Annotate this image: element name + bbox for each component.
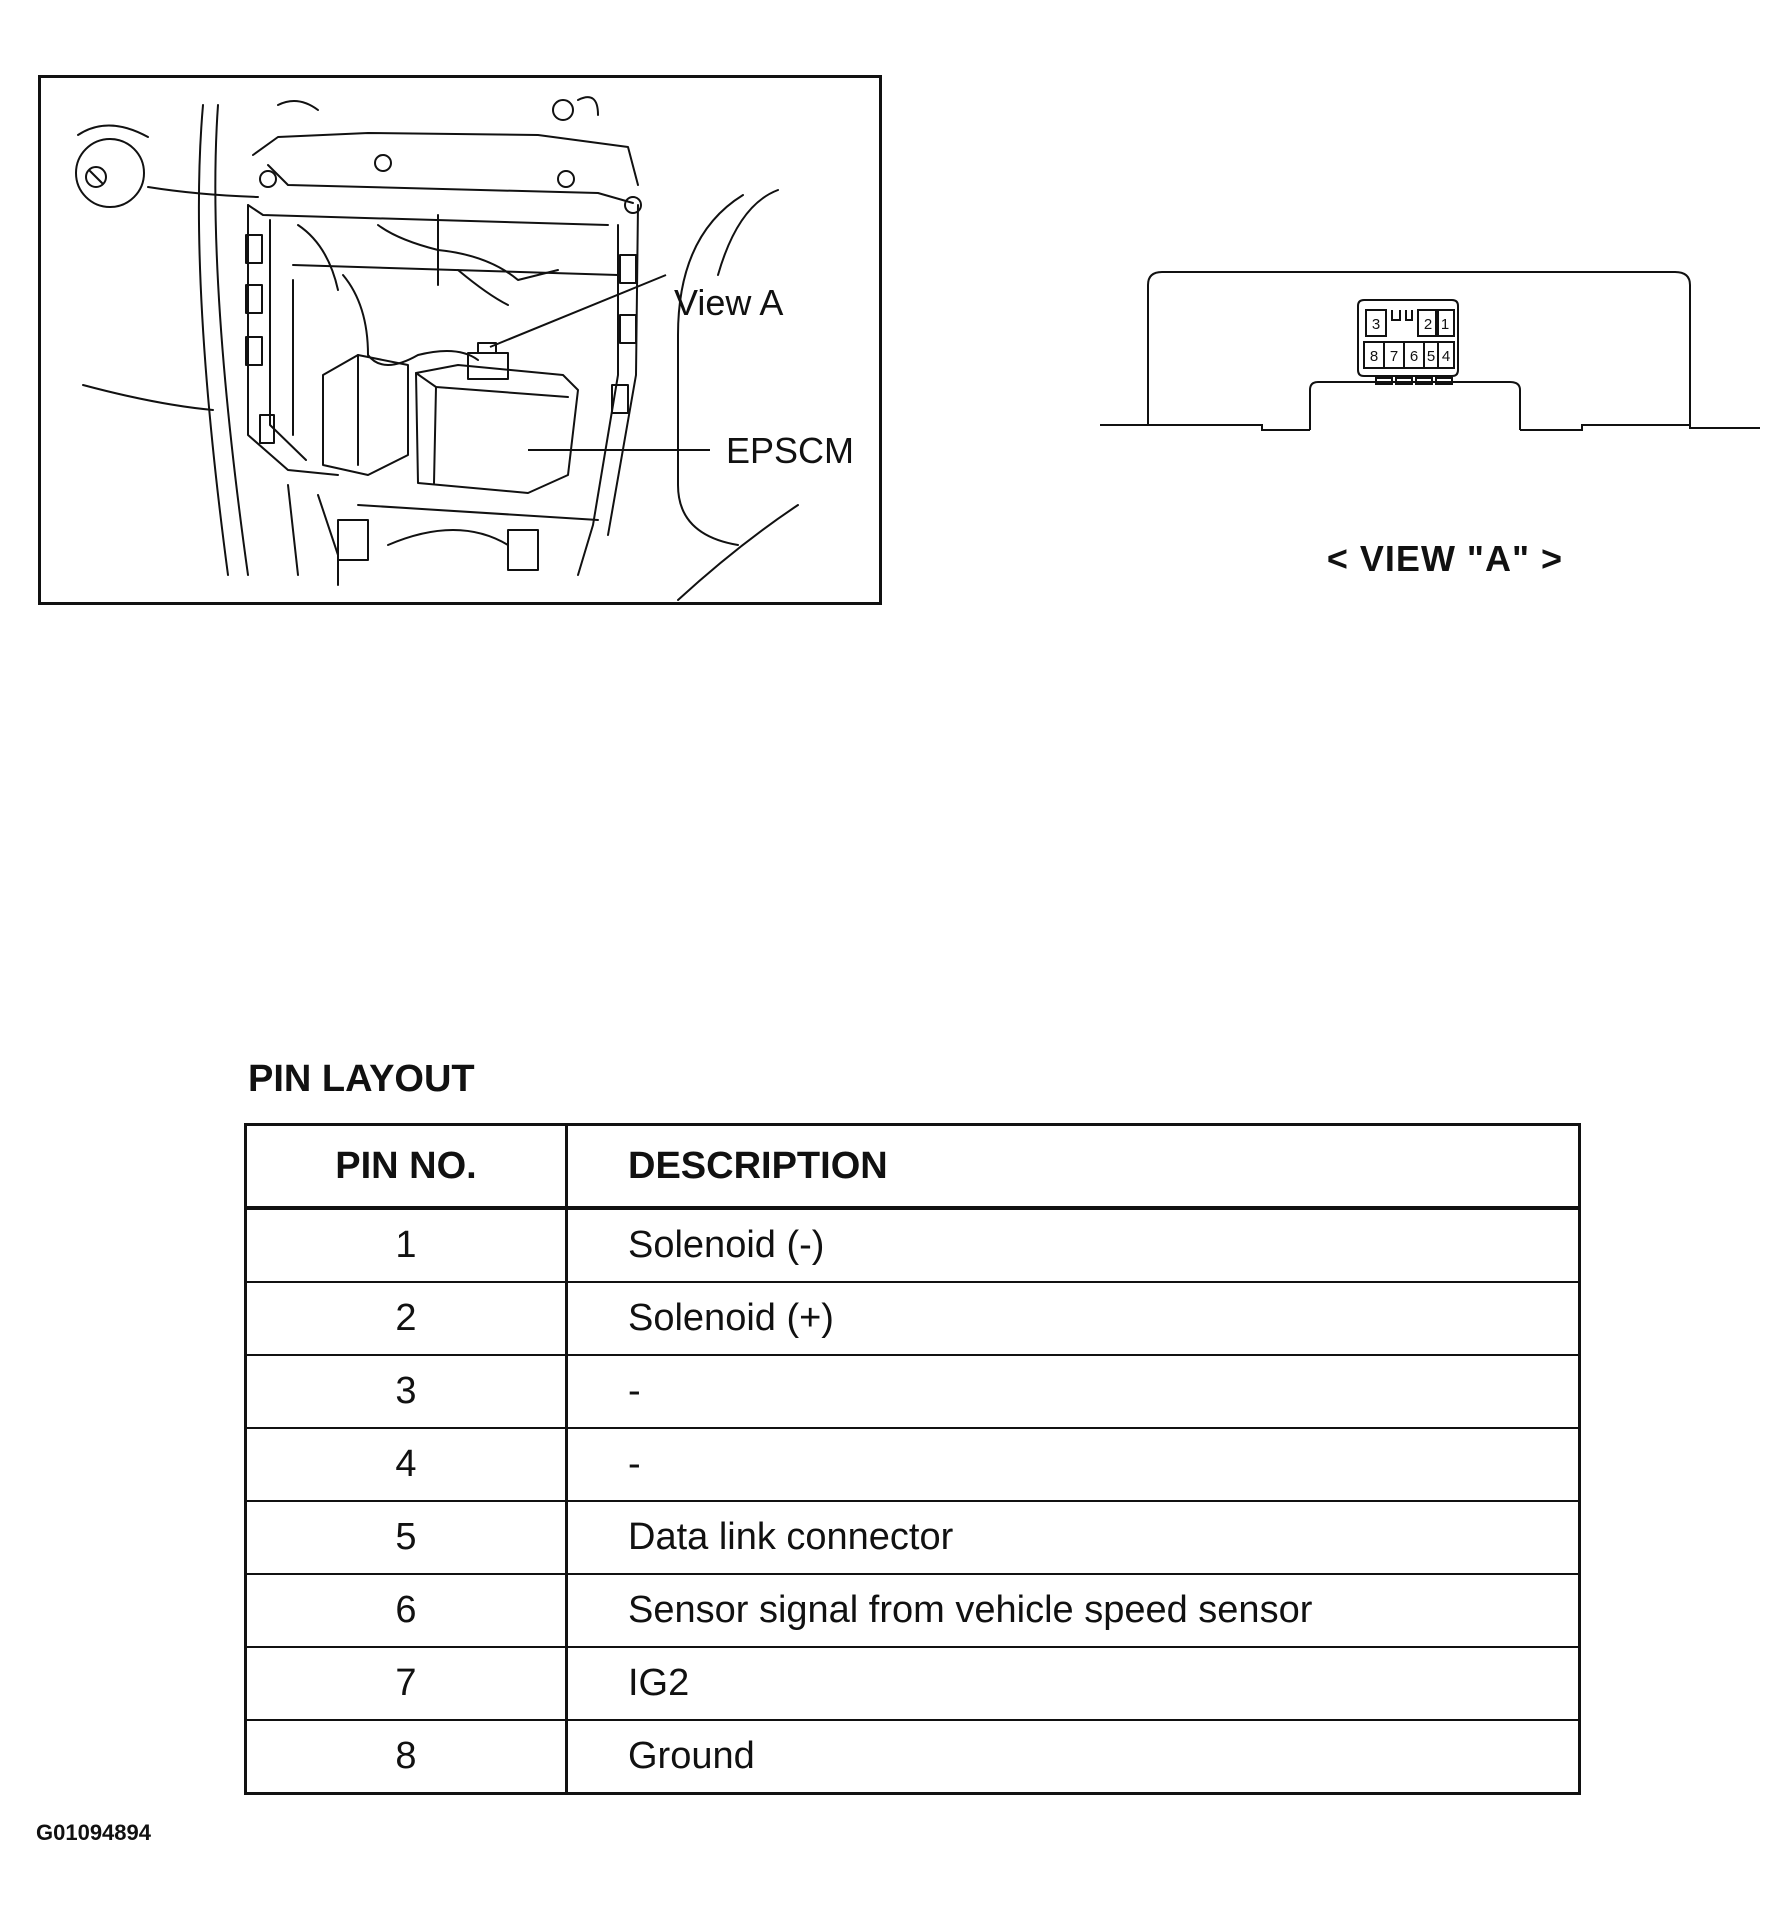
connector-body	[1357, 299, 1459, 377]
pin-description-cell: Solenoid (+)	[565, 1281, 1581, 1356]
table-row: 3 -	[244, 1354, 1581, 1429]
pin-number-cell: 8	[244, 1719, 568, 1795]
dashboard-linework	[75, 96, 799, 601]
table-row: 6 Sensor signal from vehicle speed senso…	[244, 1573, 1581, 1648]
pin-number-cell: 1	[244, 1207, 568, 1283]
table-row: 7 IG2	[244, 1646, 1581, 1721]
pin-number-cell: 4	[244, 1427, 568, 1502]
pin-label-4: 4	[1442, 348, 1450, 365]
header-pin-no: PIN NO.	[244, 1123, 568, 1210]
view-a-label: View A	[674, 282, 783, 323]
table-row: 1 Solenoid (-)	[244, 1207, 1581, 1283]
pin-layout-table: PIN NO. DESCRIPTION 1 Solenoid (-) 2 Sol…	[244, 1123, 1581, 1795]
pin-description-cell: -	[565, 1427, 1581, 1502]
pin-number-cell: 3	[244, 1354, 568, 1429]
pin-number-cell: 6	[244, 1573, 568, 1648]
connector-mount	[1309, 381, 1521, 430]
pin-number-cell: 5	[244, 1500, 568, 1575]
pin-description-cell: Sensor signal from vehicle speed sensor	[565, 1573, 1581, 1648]
pin-number-cell: 7	[244, 1646, 568, 1721]
pin-label-2: 2	[1424, 316, 1432, 333]
pin-number-cell: 2	[244, 1281, 568, 1356]
pin-label-1: 1	[1441, 316, 1449, 333]
pin-layout-title: PIN LAYOUT	[248, 1058, 475, 1100]
pin-description-cell: Ground	[565, 1719, 1581, 1795]
pin-label-6: 6	[1410, 348, 1418, 365]
table-row: 5 Data link connector	[244, 1500, 1581, 1575]
view-a-caption: < VIEW "A" >	[1326, 538, 1564, 579]
pin-label-3: 3	[1372, 316, 1380, 333]
module-housing	[1100, 271, 1760, 429]
pin-label-5: 5	[1427, 348, 1435, 365]
view-a-connector-figure: 3 2 1 8 7 6 5 4	[1100, 271, 1760, 431]
header-description: DESCRIPTION	[565, 1123, 1581, 1210]
pin-description-cell: -	[565, 1354, 1581, 1429]
pin-description-cell: Solenoid (-)	[565, 1207, 1581, 1283]
pin-label-7: 7	[1390, 348, 1398, 365]
table-row: 2 Solenoid (+)	[244, 1281, 1581, 1356]
table-row: 4 -	[244, 1427, 1581, 1502]
figure-code: G01094894	[36, 1820, 151, 1845]
pin-description-cell: IG2	[565, 1646, 1581, 1721]
pin-label-8: 8	[1370, 348, 1378, 365]
epscm-label: EPSCM	[726, 430, 854, 471]
pin-description-cell: Data link connector	[565, 1500, 1581, 1575]
table-row: 8 Ground	[244, 1719, 1581, 1795]
epscm-location-figure: View A EPSCM	[38, 75, 882, 605]
table-header-row: PIN NO. DESCRIPTION	[244, 1123, 1581, 1210]
